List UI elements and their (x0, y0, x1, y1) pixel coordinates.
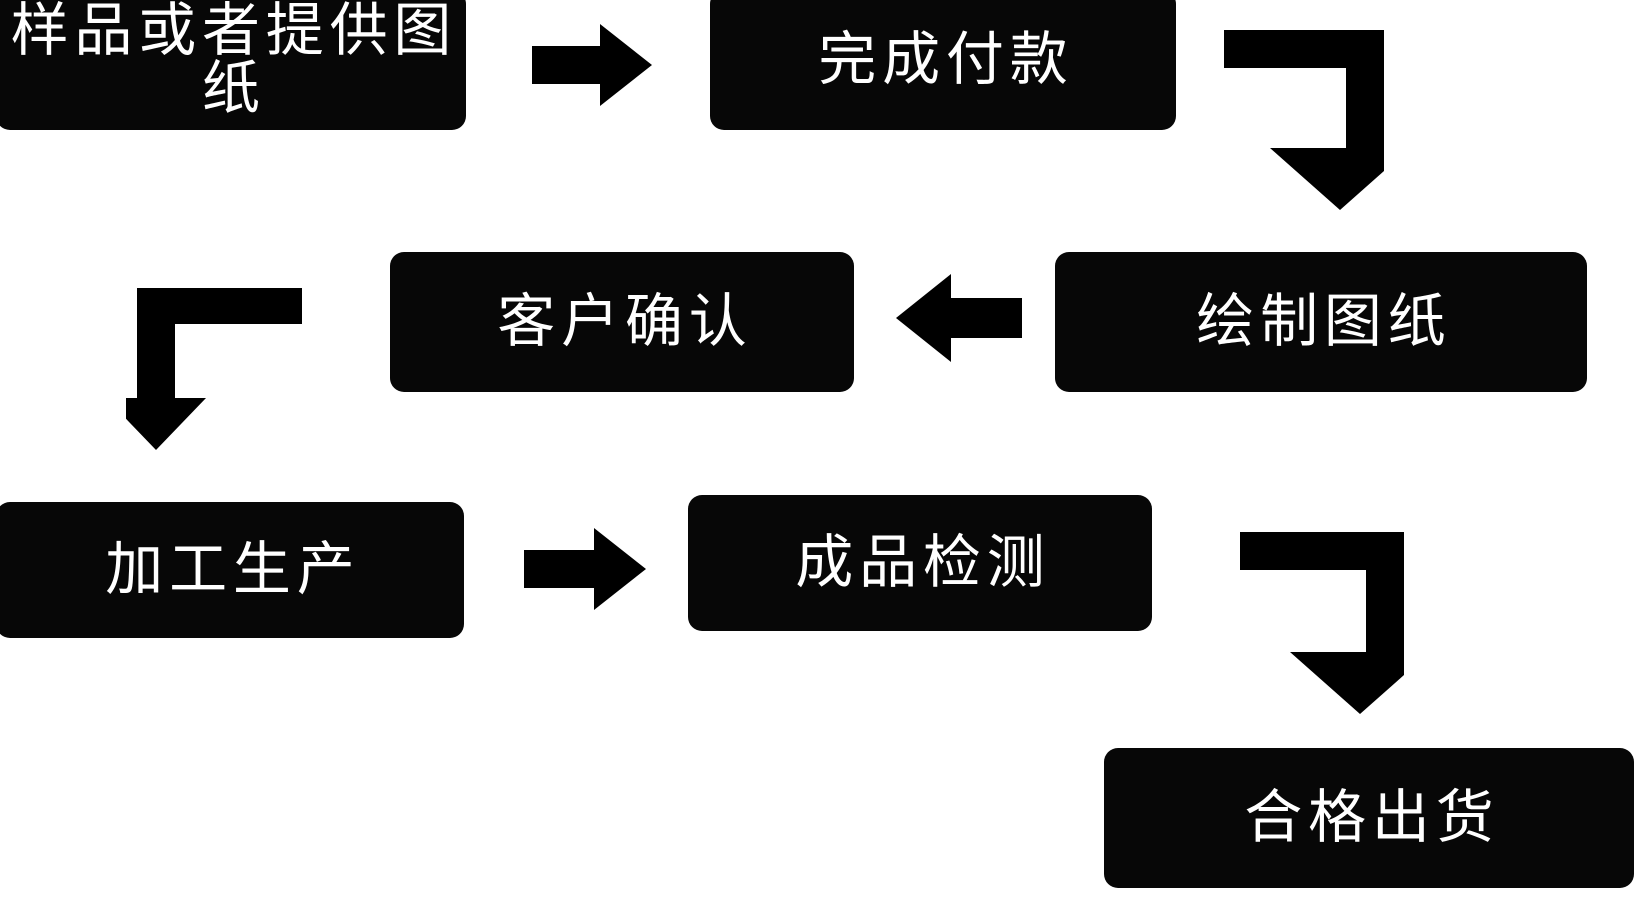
flow-node-production[interactable]: 加工生产 (0, 502, 464, 638)
flow-node-drawing-label: 绘制图纸 (1196, 289, 1452, 354)
flow-node-payment-label: 完成付款 (818, 27, 1074, 92)
arrow-right-icon (532, 24, 652, 106)
flow-node-production-label: 加工生产 (105, 537, 361, 602)
arrow-elbow-left-down-icon (126, 288, 302, 450)
arrow-right-icon (524, 528, 646, 610)
flow-node-payment[interactable]: 完成付款 (710, 0, 1176, 130)
flow-node-inspection[interactable]: 成品检测 (688, 495, 1152, 631)
flow-node-sample[interactable]: 样品或者提供图纸 (0, 0, 466, 130)
arrow-elbow-right-down-icon (1224, 30, 1384, 210)
flow-node-confirm-label: 客户确认 (497, 289, 753, 354)
arrow-left-icon (896, 274, 1022, 362)
flow-node-sample-label: 样品或者提供图纸 (10, 0, 458, 121)
flow-node-drawing[interactable]: 绘制图纸 (1055, 252, 1587, 392)
arrow-elbow-right-down-icon (1240, 532, 1404, 714)
flow-node-confirm[interactable]: 客户确认 (390, 252, 854, 392)
flow-node-shipment-label: 合格出货 (1244, 785, 1500, 850)
flow-node-shipment[interactable]: 合格出货 (1104, 748, 1634, 888)
flow-node-inspection-label: 成品检测 (795, 530, 1051, 595)
